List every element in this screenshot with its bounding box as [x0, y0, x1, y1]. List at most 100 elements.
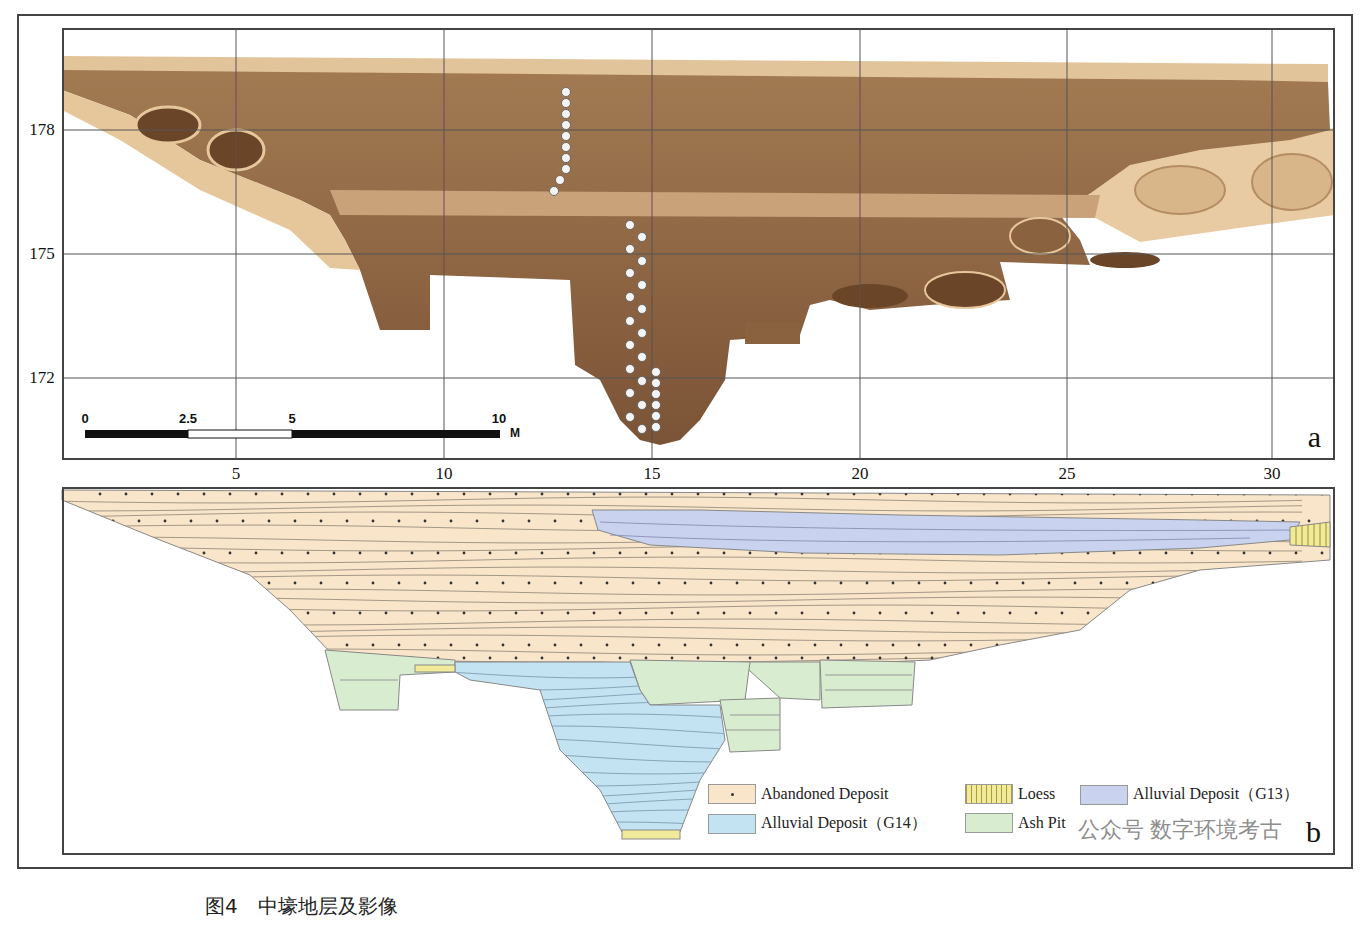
- deposit-dot: [853, 657, 856, 660]
- deposit-dot: [1217, 612, 1220, 615]
- deposit-dot: [723, 612, 726, 615]
- deposit-dot: [1165, 552, 1168, 555]
- watermark: 公众号 数字环境考古: [1078, 818, 1283, 842]
- deposit-dot: [463, 657, 466, 660]
- deposit-dot: [645, 552, 648, 555]
- deposit-dot: [606, 582, 609, 585]
- deposit-dot: [1191, 493, 1194, 496]
- sample-marker: [626, 245, 635, 254]
- deposit-dot: [151, 657, 154, 660]
- deposit-dot: [502, 644, 505, 647]
- sample-marker: [562, 154, 571, 163]
- sample-marker: [638, 425, 647, 434]
- deposit-dot: [957, 493, 960, 496]
- deposit-dot: [944, 644, 947, 647]
- deposit-dot: [463, 552, 466, 555]
- deposit-dot: [203, 612, 206, 615]
- deposit-dot: [164, 582, 167, 585]
- deposit-dot: [775, 493, 778, 496]
- deposit-dot: [346, 582, 349, 585]
- grid-line: [1067, 29, 1068, 459]
- deposit-dot: [203, 657, 206, 660]
- deposit-dot: [307, 657, 310, 660]
- deposit-dot: [1217, 493, 1220, 496]
- deposit-dot: [1126, 644, 1129, 647]
- layer-line: [450, 738, 730, 749]
- sample-marker: [638, 257, 647, 266]
- deposit-dot: [229, 657, 232, 660]
- deposit-dot: [177, 552, 180, 555]
- deposit-dot: [749, 612, 752, 615]
- deposit-dot: [411, 493, 414, 496]
- deposit-dot: [294, 582, 297, 585]
- deposit-dot: [112, 520, 115, 523]
- section-photo: [62, 56, 1335, 445]
- deposit-dot: [879, 612, 882, 615]
- layer-line: [450, 672, 730, 678]
- deposit-dot: [697, 552, 700, 555]
- deposit-dot: [658, 644, 661, 647]
- deposit-dot: [983, 493, 986, 496]
- deposit-dot: [827, 657, 830, 660]
- sample-marker: [562, 143, 571, 152]
- deposit-dot: [1321, 552, 1324, 555]
- deposit-dot: [684, 582, 687, 585]
- deposit-dot: [541, 493, 544, 496]
- grid-line: [860, 29, 861, 459]
- deposit-dot: [112, 644, 115, 647]
- deposit-dot: [749, 493, 752, 496]
- deposit-dot: [307, 552, 310, 555]
- legend-label: Alluvial Deposit（G14）: [761, 813, 927, 834]
- deposit-dot: [1165, 612, 1168, 615]
- deposit-dot: [190, 644, 193, 647]
- legend-swatch: [1080, 785, 1128, 805]
- deposit-dot: [580, 520, 583, 523]
- deposit-dot: [333, 493, 336, 496]
- deposit-dot: [567, 552, 570, 555]
- deposit-dot: [515, 493, 518, 496]
- deposit-dot: [216, 520, 219, 523]
- deposit-dot: [1269, 493, 1272, 496]
- deposit-dot: [671, 657, 674, 660]
- deposit-dot: [177, 612, 180, 615]
- deposit-dot: [1243, 493, 1246, 496]
- deposit-dot: [1126, 582, 1129, 585]
- deposit-dot: [957, 612, 960, 615]
- layer-line: [450, 810, 730, 821]
- deposit-dot: [151, 612, 154, 615]
- deposit-dot: [853, 493, 856, 496]
- deposit-dot: [1243, 612, 1246, 615]
- deposit-dot: [1009, 493, 1012, 496]
- legend-label: Alluvial Deposit（G13）: [1133, 784, 1299, 805]
- scale-bar: [85, 430, 500, 438]
- deposit-dot: [1139, 552, 1142, 555]
- deposit-dot: [892, 644, 895, 647]
- deposit-dot: [1217, 552, 1220, 555]
- layer-line: [62, 619, 1302, 625]
- grid-line: [1272, 29, 1273, 459]
- deposit-dot: [216, 582, 219, 585]
- deposit-dot: [1295, 612, 1298, 615]
- deposit-dot: [957, 657, 960, 660]
- deposit-dot: [255, 612, 258, 615]
- deposit-dot: [333, 552, 336, 555]
- deposit-dot: [281, 552, 284, 555]
- deposit-dot: [502, 520, 505, 523]
- legend-label: Loess: [1018, 785, 1055, 803]
- deposit-dot: [1295, 657, 1298, 660]
- scale-unit: M: [510, 427, 520, 440]
- deposit-dot: [671, 612, 674, 615]
- deposit-dot: [983, 612, 986, 615]
- deposit-dot: [1308, 582, 1311, 585]
- sample-marker: [626, 221, 635, 230]
- deposit-dot: [411, 552, 414, 555]
- deposit-dot: [567, 657, 570, 660]
- deposit-dot: [437, 493, 440, 496]
- deposit-dot: [1269, 657, 1272, 660]
- deposit-dot: [281, 657, 284, 660]
- deposit-dot: [1061, 612, 1064, 615]
- deposit-dot: [463, 493, 466, 496]
- deposit-dot: [229, 493, 232, 496]
- scale-label: 2.5: [179, 412, 197, 426]
- axis-tick: 175: [29, 245, 55, 264]
